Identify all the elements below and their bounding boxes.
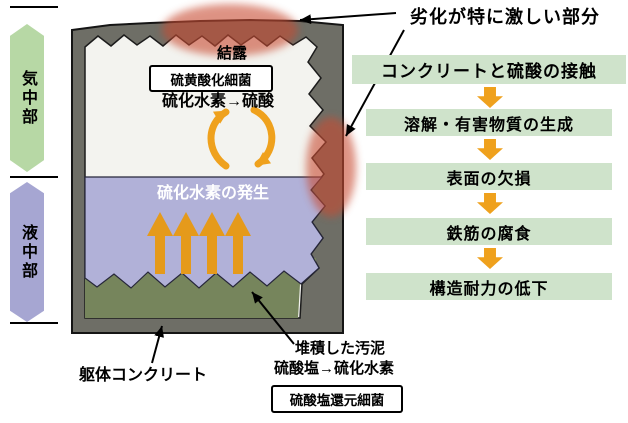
h2s-rise-arrows-icon xyxy=(147,212,251,274)
severe-deterioration-callout: 劣化が特に激しい部分 xyxy=(410,7,600,27)
sulfate-reducing-bacteria-box: 硫酸塩還元細菌 xyxy=(271,385,403,413)
condensation-label: 結露 xyxy=(216,45,247,62)
zone-tick-lines xyxy=(10,6,58,324)
sulfate-to-h2s-label: 硫酸塩→硫化水素 xyxy=(273,360,394,377)
accumulated-sludge-label: 堆積した汚泥 xyxy=(294,340,385,357)
h2s-to-sulfuric-acid-label: 硫化水素→硫酸 xyxy=(161,93,274,110)
flow-step-contact: コンクリートと硫酸の接触 xyxy=(352,55,626,84)
flow-step-strength-loss: 構造耐力の低下 xyxy=(366,273,612,300)
flow-step-surface-loss: 表面の欠損 xyxy=(366,163,612,190)
deterioration-highlight-top xyxy=(162,4,298,56)
reaction-cycle-arrows-icon xyxy=(207,106,276,170)
deterioration-highlight-right xyxy=(306,117,356,217)
structural-concrete-label: 躯体コンクリート xyxy=(78,367,207,384)
air-zone-label: 気中部 xyxy=(19,69,36,127)
sulfur-oxidizing-bacteria-box: 硫黄酸化細菌 xyxy=(149,65,273,92)
flow-step-rebar-corrosion: 鉄筋の腐食 xyxy=(366,218,612,245)
liquid-zone-band: 液中部 xyxy=(10,182,44,322)
h2s-generation-label: 硫化水素の発生 xyxy=(156,185,269,202)
flow-step-dissolution: 溶解・有害物質の生成 xyxy=(366,109,612,136)
air-zone-band: 気中部 xyxy=(10,24,44,172)
liquid-zone-label: 液中部 xyxy=(19,223,36,281)
